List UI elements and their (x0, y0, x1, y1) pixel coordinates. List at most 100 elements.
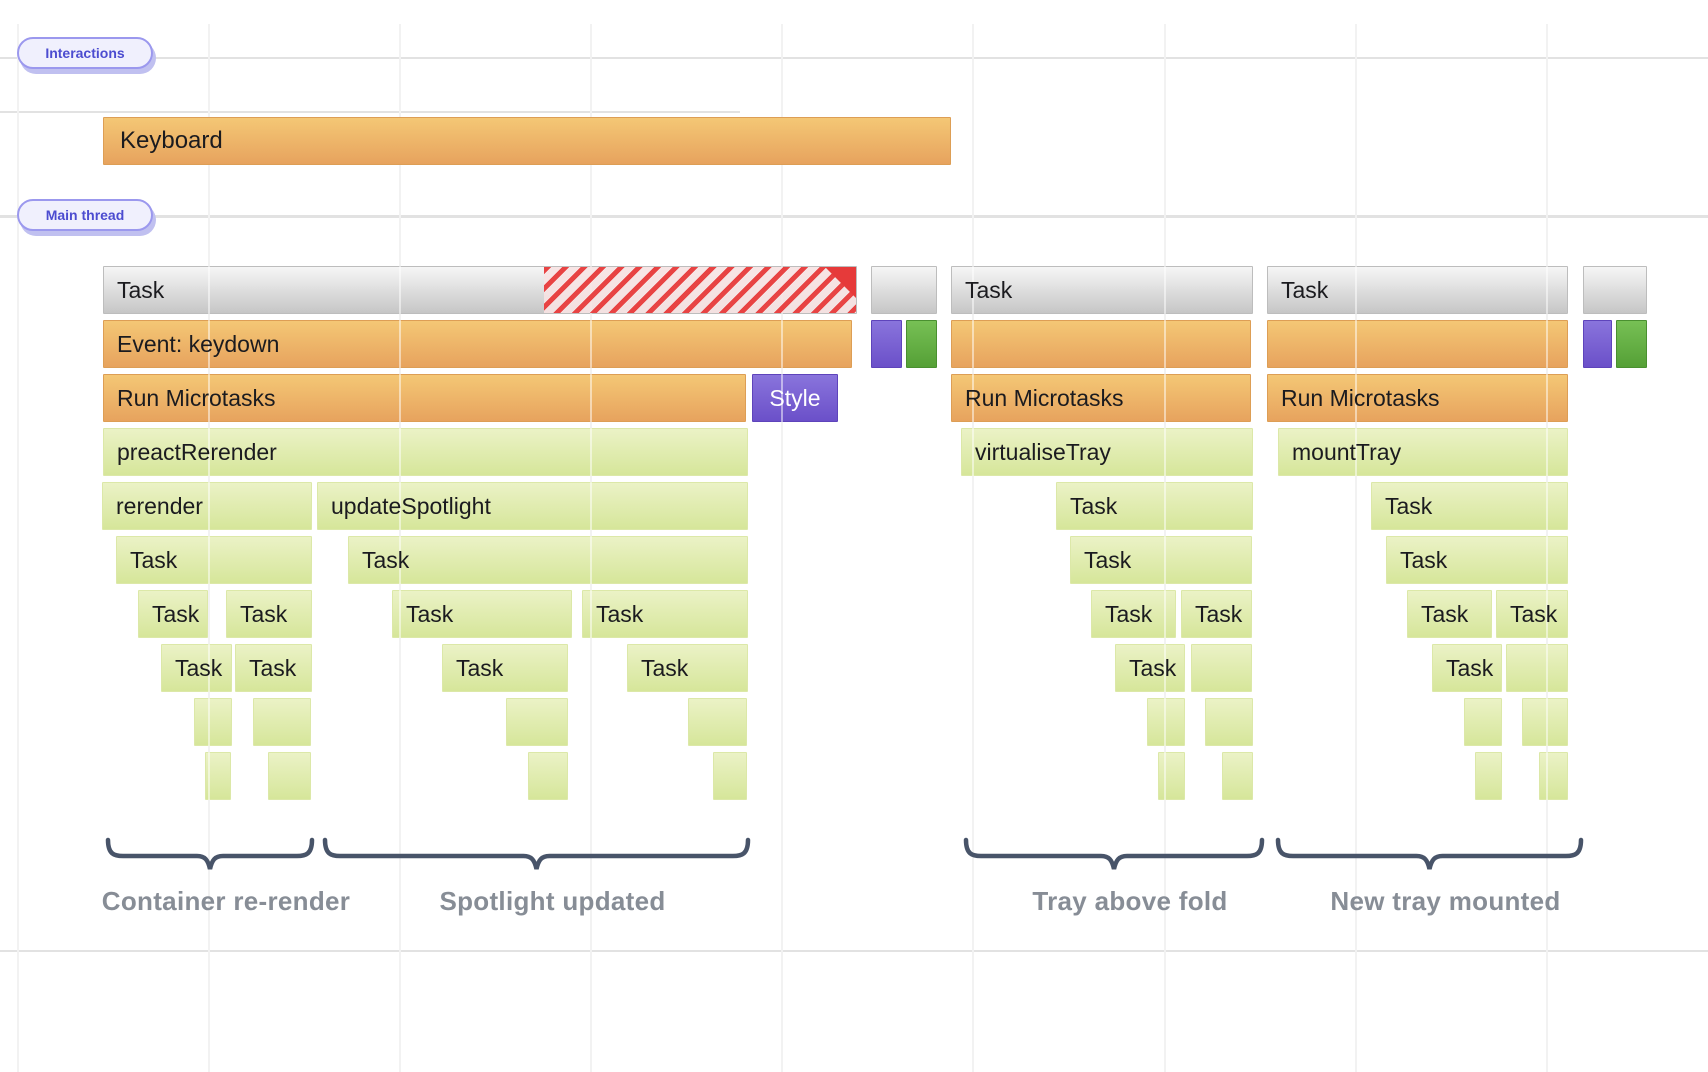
bar-unlabeled[interactable] (1583, 320, 1612, 368)
bar-label: Task (362, 546, 410, 573)
bar-unlabeled[interactable] (1522, 698, 1568, 746)
bar-task[interactable]: Task (1432, 644, 1502, 692)
bar-task[interactable]: Task (235, 644, 312, 692)
bar-label: Task (641, 654, 689, 681)
bar-task[interactable]: Task (103, 266, 857, 314)
bar-unlabeled[interactable] (205, 752, 231, 800)
interaction-keyboard-bar[interactable]: Keyboard (103, 117, 951, 165)
bar-label: Style (769, 384, 821, 411)
bar-task[interactable]: Task (116, 536, 312, 584)
bar-label: Task (1195, 600, 1243, 627)
bar-unlabeled[interactable] (528, 752, 568, 800)
bar-unlabeled[interactable] (1267, 320, 1568, 368)
long-task-warning-triangle-icon (825, 267, 856, 298)
bar-label: Task (1421, 600, 1469, 627)
main-thread-track-label: Main thread (45, 207, 125, 223)
bar-unlabeled[interactable] (1464, 698, 1502, 746)
bar-task[interactable]: Task (1496, 590, 1568, 638)
bar-style[interactable]: Style (752, 374, 838, 422)
bar-label: rerender (116, 492, 203, 519)
bar-label: virtualiseTray (975, 438, 1111, 465)
bar-task[interactable]: Task (161, 644, 232, 692)
bar-unlabeled[interactable] (1158, 752, 1185, 800)
bar-mounttray[interactable]: mountTray (1278, 428, 1568, 476)
bar-unlabeled[interactable] (688, 698, 747, 746)
bar-updatespotlight[interactable]: updateSpotlight (317, 482, 748, 530)
bar-virtualisetray[interactable]: virtualiseTray (961, 428, 1253, 476)
bar-label: mountTray (1292, 438, 1402, 465)
bar-run-microtasks[interactable]: Run Microtasks (1267, 374, 1568, 422)
bar-task[interactable]: Task (582, 590, 748, 638)
bar-task[interactable]: Task (226, 590, 312, 638)
track-toggle-main-thread[interactable]: Main thread (17, 199, 153, 231)
bar-label: Task (456, 654, 504, 681)
bar-unlabeled[interactable] (1616, 320, 1647, 368)
bar-label: Task (596, 600, 644, 627)
bar-preactrerender[interactable]: preactRerender (103, 428, 748, 476)
bar-task[interactable]: Task (1371, 482, 1568, 530)
bar-label: Task (249, 654, 297, 681)
bar-rerender[interactable]: rerender (102, 482, 312, 530)
long-task-striped-region (544, 267, 856, 313)
bar-unlabeled[interactable] (253, 698, 311, 746)
bar-task[interactable]: Task (1181, 590, 1252, 638)
bar-label: Task (1070, 492, 1118, 519)
bar-unlabeled[interactable] (1222, 752, 1253, 800)
bar-task[interactable]: Task (1407, 590, 1492, 638)
bar-task[interactable]: Task (1386, 536, 1568, 584)
bar-label: Task (965, 276, 1013, 303)
bar-label: Event: keydown (117, 330, 280, 357)
bar-label: preactRerender (117, 438, 277, 465)
bar-task[interactable]: Task (442, 644, 568, 692)
bar-unlabeled[interactable] (1475, 752, 1502, 800)
bar-label: Task (1510, 600, 1558, 627)
track-toggle-interactions[interactable]: Interactions (17, 37, 153, 69)
bar-label: Run Microtasks (965, 384, 1124, 411)
bar-label: Task (1446, 654, 1494, 681)
bar-label: Task (130, 546, 178, 573)
interactions-track-label: Interactions (45, 45, 125, 61)
bar-task[interactable]: Task (1091, 590, 1176, 638)
bar-unlabeled[interactable] (1583, 266, 1647, 314)
bar-event-keydown[interactable]: Event: keydown (103, 320, 852, 368)
bar-task[interactable]: Task (1267, 266, 1568, 314)
bar-label: Task (1400, 546, 1448, 573)
bar-label: Task (117, 276, 165, 303)
bar-unlabeled[interactable] (1191, 644, 1252, 692)
bar-unlabeled[interactable] (506, 698, 568, 746)
bar-unlabeled[interactable] (871, 266, 937, 314)
bar-unlabeled[interactable] (1506, 644, 1568, 692)
bar-run-microtasks[interactable]: Run Microtasks (103, 374, 746, 422)
bar-label: Run Microtasks (1281, 384, 1440, 411)
bar-task[interactable]: Task (348, 536, 748, 584)
bar-task[interactable]: Task (951, 266, 1253, 314)
bar-unlabeled[interactable] (268, 752, 311, 800)
bar-unlabeled[interactable] (713, 752, 747, 800)
bar-unlabeled[interactable] (951, 320, 1251, 368)
bar-task[interactable]: Task (138, 590, 208, 638)
bar-label: Task (175, 654, 223, 681)
bar-unlabeled[interactable] (1147, 698, 1185, 746)
bar-run-microtasks[interactable]: Run Microtasks (951, 374, 1251, 422)
bar-label: Task (1281, 276, 1329, 303)
bar-task[interactable]: Task (627, 644, 748, 692)
bar-task[interactable]: Task (1070, 536, 1252, 584)
bar-label: Task (1084, 546, 1132, 573)
bar-label: Task (1105, 600, 1153, 627)
bar-unlabeled[interactable] (1539, 752, 1568, 800)
bar-unlabeled[interactable] (1205, 698, 1253, 746)
bar-label: Task (1385, 492, 1433, 519)
bar-label: updateSpotlight (331, 492, 491, 519)
bar-unlabeled[interactable] (871, 320, 902, 368)
bar-task[interactable]: Task (392, 590, 572, 638)
bar-task[interactable]: Task (1056, 482, 1253, 530)
bar-label: Keyboard (120, 127, 223, 154)
bar-label: Task (240, 600, 288, 627)
bar-unlabeled[interactable] (194, 698, 232, 746)
bar-label: Task (1129, 654, 1177, 681)
bar-task[interactable]: Task (1115, 644, 1185, 692)
bar-label: Task (152, 600, 200, 627)
bar-unlabeled[interactable] (906, 320, 937, 368)
